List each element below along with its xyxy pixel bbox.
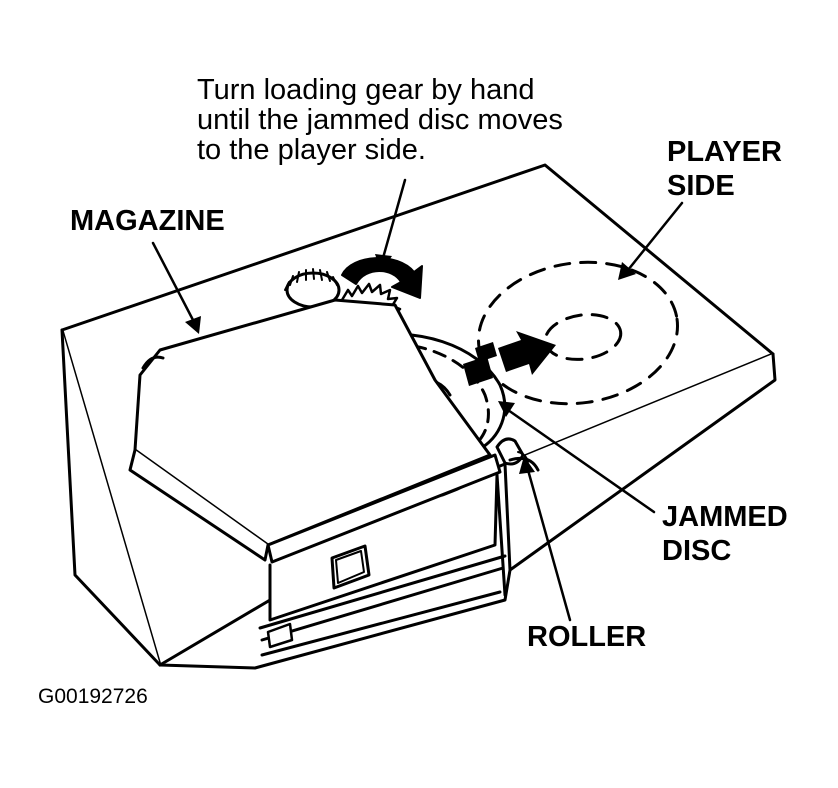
roller [495,437,540,472]
player-side-label-line-2: SIDE [667,170,735,202]
rotation-arrow [341,257,423,299]
roller-label: ROLLER [527,621,647,653]
magazine-label: MAGAZINE [70,205,225,237]
magazine [128,298,507,649]
instruction-line-1: Turn loading gear by hand [197,74,535,106]
figure-id: G00192726 [38,685,148,708]
leader-lines [151,178,684,622]
jammed-disc-label-line-2: DISC [662,535,732,567]
instruction-line-2: until the jammed disc moves [197,104,563,136]
direction-arrow [463,331,556,386]
instruction-line-3: to the player side. [197,134,426,166]
player-side-label-line-1: PLAYER [667,136,782,168]
instruction-text: Turn loading gear by hand until the jamm… [197,75,563,165]
jammed-disc-label: JAMMED DISC [662,500,788,568]
jammed-disc-label-line-1: JAMMED [662,501,788,533]
player-side-label: PLAYER SIDE [667,135,782,203]
